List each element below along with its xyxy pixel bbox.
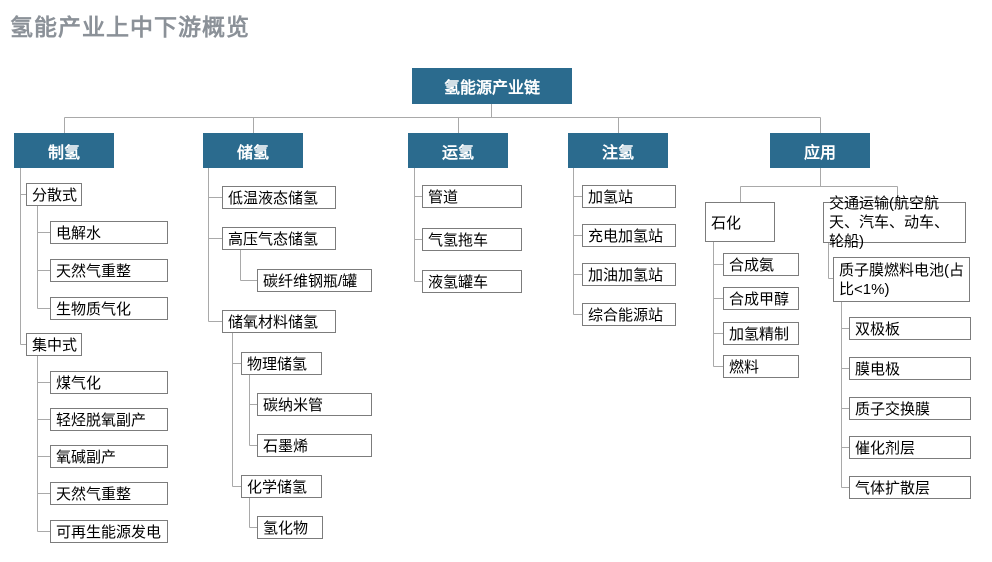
node-carbon-nanotube: 碳纳米管 xyxy=(257,393,372,416)
node-proton-exchange-membrane: 质子交换膜 xyxy=(849,397,971,420)
node-light-hydrocarbon-byproduct: 轻烃脱氧副产 xyxy=(50,408,168,431)
node-gas-h2-station: 加油加氢站 xyxy=(582,263,676,286)
node-charging-h2-station: 充电加氢站 xyxy=(582,224,676,247)
node-catalyst-layer: 催化剂层 xyxy=(849,436,971,459)
node-application: 应用 xyxy=(770,133,870,168)
node-root-industry-chain: 氢能源产业链 xyxy=(412,68,572,104)
node-ng-reforming-distributed: 天然气重整 xyxy=(50,259,168,282)
node-chlor-alkali-byproduct: 氧碱副产 xyxy=(50,445,168,468)
node-petrochemical: 石化 xyxy=(705,202,775,242)
page-title: 氢能产业上中下游概览 xyxy=(10,15,250,40)
node-methanol: 合成甲醇 xyxy=(723,287,799,310)
node-hydrofining: 加氢精制 xyxy=(723,322,799,345)
node-biomass-gasification: 生物质气化 xyxy=(50,297,168,320)
node-transport: 运氢 xyxy=(408,133,508,168)
node-bipolar-plate: 双极板 xyxy=(849,317,971,340)
node-production: 制氢 xyxy=(14,133,114,168)
node-integrated-energy-station: 综合能源站 xyxy=(582,303,676,326)
node-centralized: 集中式 xyxy=(26,333,82,356)
node-renewable-power: 可再生能源发电 xyxy=(50,520,168,543)
node-refueling: 注氢 xyxy=(568,133,668,168)
node-gas-trailer: 气氢拖车 xyxy=(422,228,522,251)
node-hydride: 氢化物 xyxy=(257,516,323,539)
node-gas-diffusion-layer: 气体扩散层 xyxy=(849,476,971,499)
node-cryo-liquid-storage: 低温液态储氢 xyxy=(222,186,336,209)
node-electrolysis: 电解水 xyxy=(50,221,168,244)
node-h2-station: 加氢站 xyxy=(582,185,676,208)
node-carbon-fiber-cylinder: 碳纤维钢瓶/罐 xyxy=(257,269,372,292)
node-storage: 储氢 xyxy=(203,133,303,168)
node-chemical-storage: 化学储氢 xyxy=(241,475,322,498)
node-transportation: 交通运输(航空航天、汽车、动车、轮船) xyxy=(823,195,966,250)
node-pem-fuel-cell: 质子膜燃料电池(占比<1%) xyxy=(833,257,970,302)
node-graphene: 石墨烯 xyxy=(257,434,372,457)
node-storage-material: 储氧材料储氢 xyxy=(222,310,336,333)
node-liquid-tanker: 液氢罐车 xyxy=(422,270,522,293)
node-pipeline: 管道 xyxy=(422,185,522,208)
node-high-pressure-storage: 高压气态储氢 xyxy=(222,227,336,250)
node-ammonia: 合成氨 xyxy=(723,253,799,276)
node-distributed: 分散式 xyxy=(26,183,82,206)
node-fuel: 燃料 xyxy=(723,355,799,378)
node-ng-reforming-centralized: 天然气重整 xyxy=(50,482,168,505)
node-membrane-electrode: 膜电极 xyxy=(849,357,971,380)
node-coal-gasification: 煤气化 xyxy=(50,371,168,394)
node-physical-storage: 物理储氢 xyxy=(241,352,322,375)
